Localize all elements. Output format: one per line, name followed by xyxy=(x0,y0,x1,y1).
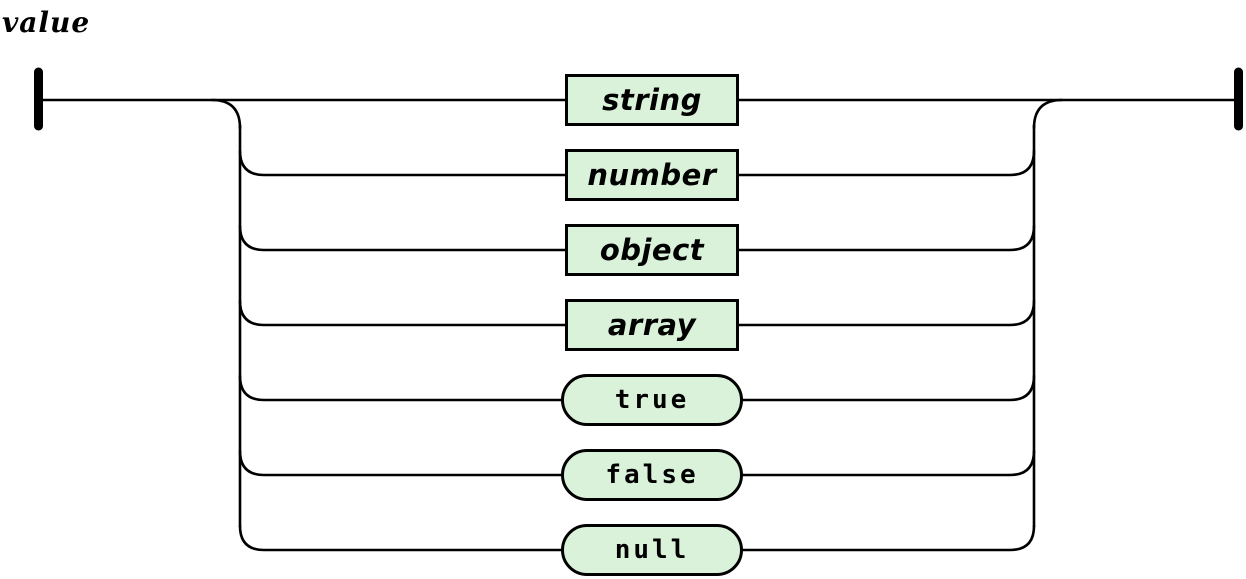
node-number-label: number xyxy=(587,158,717,192)
node-string: string xyxy=(565,74,739,126)
branch-arm-right-array xyxy=(736,299,1036,327)
branch-arm-left-number xyxy=(238,149,568,177)
node-object-label: object xyxy=(599,233,705,267)
branch-arm-right-null xyxy=(740,524,1036,552)
node-false: false xyxy=(561,449,743,501)
node-string-label: string xyxy=(602,83,702,117)
node-object: object xyxy=(565,224,739,276)
branch-arm-right-false xyxy=(740,449,1036,477)
branch-arm-left-false xyxy=(238,449,564,477)
diagram-title: value xyxy=(2,6,91,39)
node-null-label: null xyxy=(614,535,690,565)
node-false-label: false xyxy=(605,460,699,490)
branch-arm-right-true xyxy=(740,374,1036,402)
branch-split-curve xyxy=(210,98,242,130)
node-true-label: true xyxy=(614,385,690,415)
node-null: null xyxy=(561,524,743,576)
node-true: true xyxy=(561,374,743,426)
branch-arm-left-object xyxy=(238,224,568,252)
branch-arm-left-null xyxy=(238,524,564,552)
branch-arm-right-number xyxy=(736,149,1036,177)
branch-merge-curve xyxy=(1032,98,1064,130)
node-array-label: array xyxy=(607,308,697,342)
node-number: number xyxy=(565,149,739,201)
branch-arm-left-true xyxy=(238,374,564,402)
node-array: array xyxy=(565,299,739,351)
branch-arm-right-object xyxy=(736,224,1036,252)
branch-arm-left-array xyxy=(238,299,568,327)
